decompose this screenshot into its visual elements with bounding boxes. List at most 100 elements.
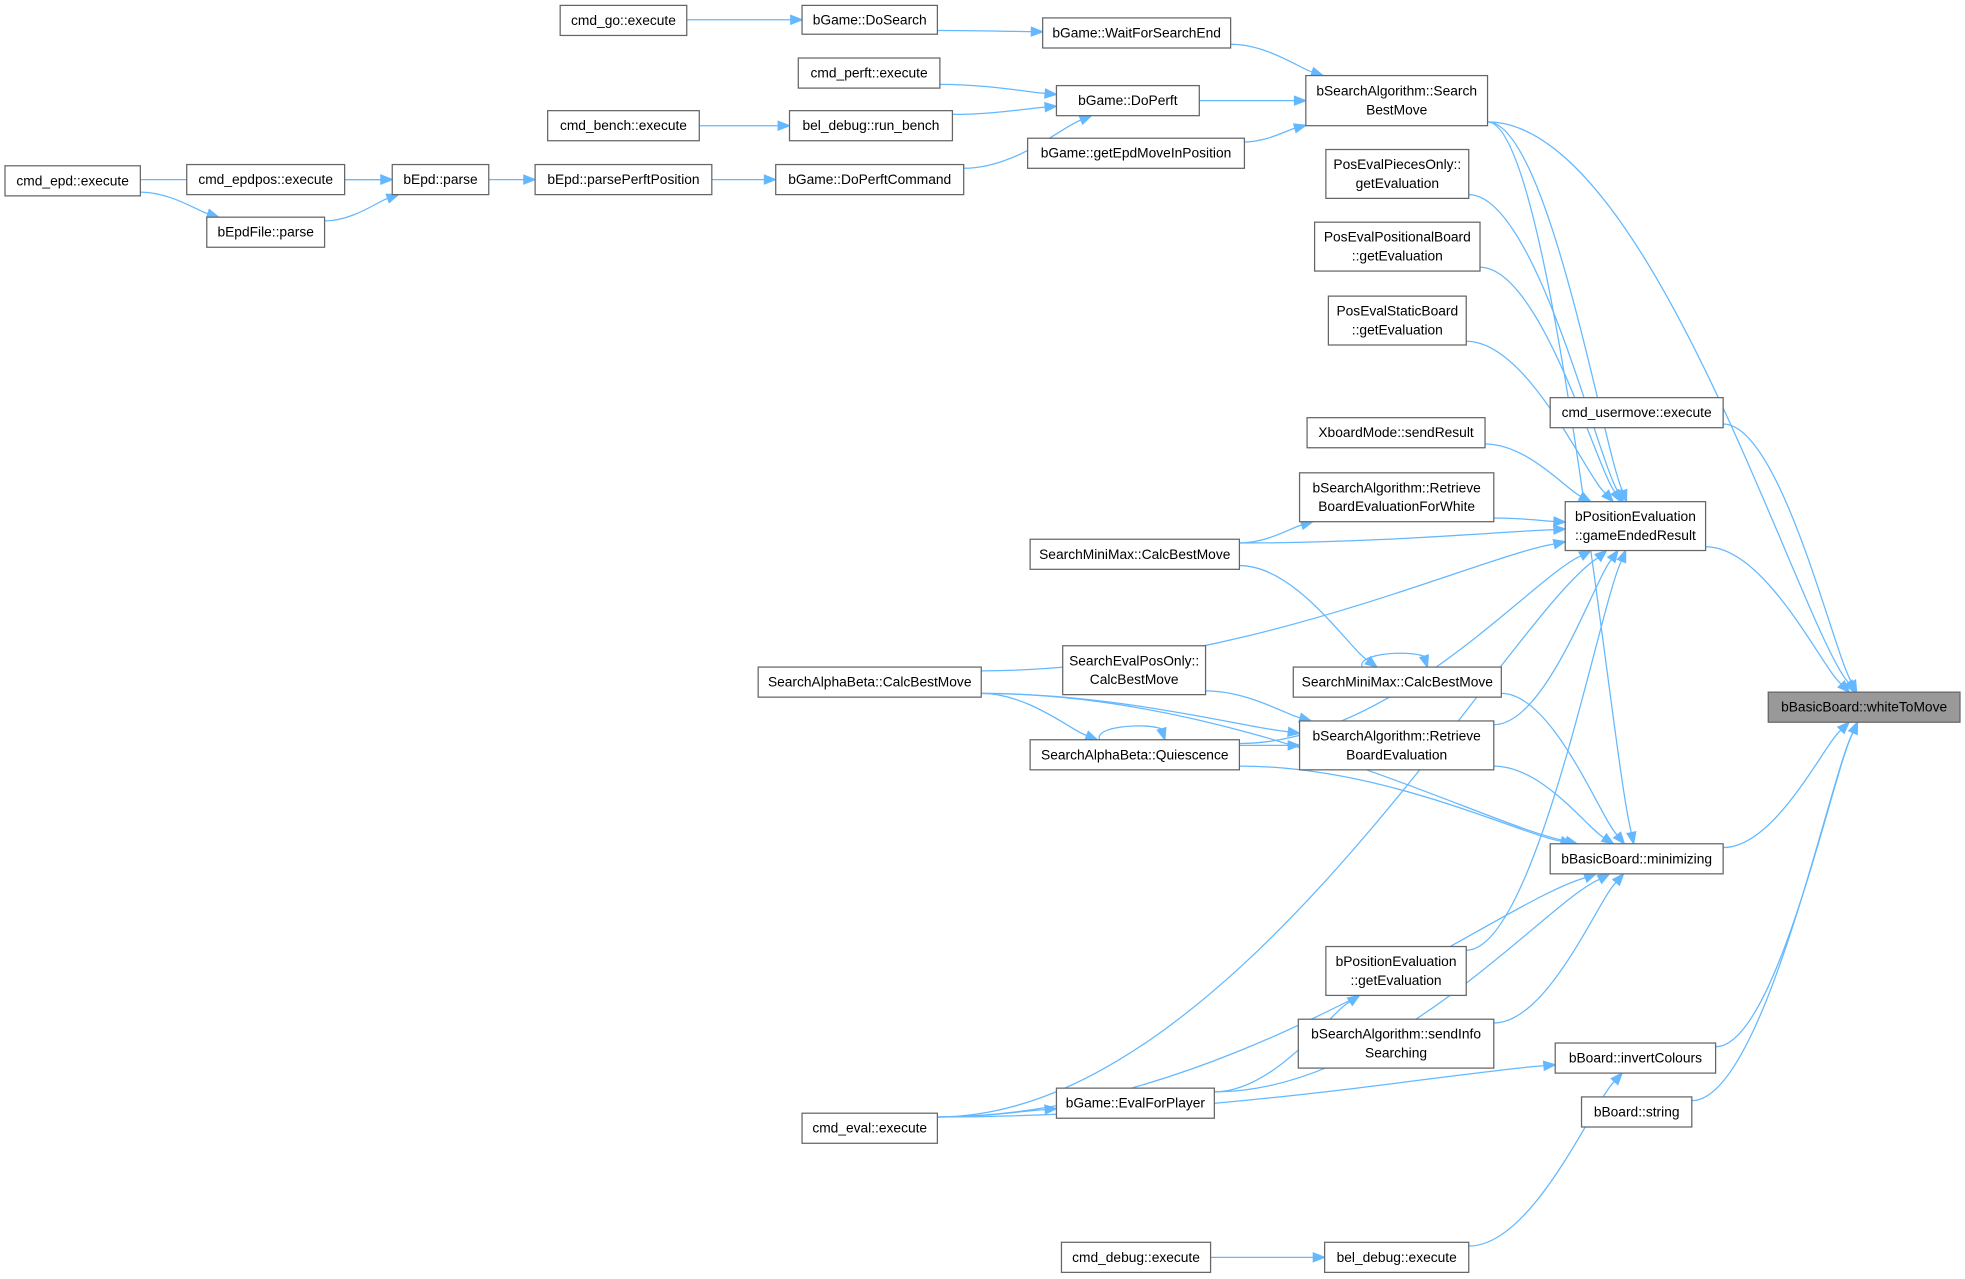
- edge-positionalboard-to-gameended: [1480, 266, 1622, 504]
- arrowhead-icon: [1837, 679, 1851, 694]
- edge-minimax1-to-minimax2: [1239, 564, 1379, 669]
- node-label: cmd_usermove::execute: [1562, 405, 1712, 420]
- node-cmd-epd[interactable]: cmd_epd::execute: [4, 165, 141, 197]
- edge-line: [1098, 725, 1165, 740]
- edge-line: [1239, 765, 1562, 842]
- node-box: [1327, 295, 1467, 346]
- edge-line: [1723, 729, 1842, 849]
- edge-line: [1239, 555, 1582, 745]
- edge-line: [324, 197, 388, 222]
- node-box: [1564, 501, 1707, 552]
- node-cmd-epdpos[interactable]: cmd_epdpos::execute: [186, 163, 346, 196]
- node-waitend[interactable]: bGame::WaitForSearchEnd: [1042, 17, 1232, 49]
- node-label: SearchEvalPosOnly::: [1069, 653, 1199, 668]
- node-invertcolours[interactable]: bBoard::invertColours: [1554, 1042, 1717, 1074]
- node-box: [559, 4, 688, 37]
- node-box: [1767, 691, 1961, 723]
- node-whitetomove[interactable]: bBasicBoard::whiteToMove: [1767, 691, 1961, 723]
- node-cmd-debug[interactable]: cmd_debug::execute: [1060, 1241, 1212, 1273]
- node-retrieveeval[interactable]: bSearchAlgorithm::RetrieveBoardEvaluatio…: [1298, 720, 1495, 771]
- node-box: [1549, 843, 1724, 875]
- node-retrievewhite[interactable]: bSearchAlgorithm::RetrieveBoardEvaluatio…: [1298, 472, 1495, 523]
- node-label: cmd_epdpos::execute: [198, 172, 333, 187]
- edge-line: [1205, 690, 1301, 719]
- node-dosearch[interactable]: bGame::DoSearch: [801, 4, 939, 35]
- arrowhead-icon: [1611, 872, 1625, 887]
- edge-cmd-debug-to-bel-debug-exec: [1210, 1252, 1327, 1263]
- node-minimizing[interactable]: bBasicBoard::minimizing: [1549, 843, 1724, 875]
- arrowhead-icon: [1030, 26, 1045, 37]
- node-label: ::getEvaluation: [1352, 322, 1443, 337]
- edge-line: [1480, 266, 1616, 493]
- node-label: bGame::DoPerftCommand: [788, 172, 951, 187]
- arrowhead-icon: [1836, 720, 1851, 735]
- edge-line: [1487, 121, 1632, 833]
- arrowhead-icon: [1594, 549, 1608, 563]
- edges-layer: [140, 14, 1859, 1263]
- node-cmd-bench[interactable]: cmd_bench::execute: [547, 110, 700, 142]
- node-label: bPositionEvaluation: [1336, 954, 1457, 969]
- node-doperft[interactable]: bGame::DoPerft: [1055, 84, 1200, 117]
- edge-quiescence-to-minimizing: [1239, 765, 1574, 847]
- node-label: bSearchAlgorithm::Retrieve: [1313, 480, 1482, 495]
- node-bepdfile-parse[interactable]: bEpdFile::parse: [206, 216, 326, 248]
- node-minimax2[interactable]: SearchMiniMax::CalcBestMove: [1292, 666, 1502, 698]
- node-bel-debug-exec[interactable]: bel_debug::execute: [1323, 1241, 1470, 1273]
- node-evalforplayer[interactable]: bGame::EvalForPlayer: [1055, 1087, 1215, 1119]
- node-staticboard[interactable]: PosEvalStaticBoard::getEvaluation: [1327, 295, 1467, 346]
- node-doperftcmd[interactable]: bGame::DoPerftCommand: [775, 163, 965, 196]
- node-alphabeta[interactable]: SearchAlphaBeta::CalcBestMove: [757, 666, 982, 698]
- node-cmd-usermove[interactable]: cmd_usermove::execute: [1549, 397, 1724, 429]
- node-posgeteval[interactable]: bPositionEvaluation::getEvaluation: [1325, 945, 1467, 997]
- node-cmd-go[interactable]: cmd_go::execute: [559, 4, 688, 37]
- arrowhead-icon: [1606, 549, 1619, 564]
- edge-line: [1501, 692, 1618, 836]
- node-gameended[interactable]: bPositionEvaluation::gameEndedResult: [1564, 501, 1707, 552]
- node-box: [534, 163, 713, 196]
- edge-quiescence-to-quiescence: [1098, 725, 1167, 742]
- edge-line: [1485, 443, 1582, 497]
- node-cmd-perft[interactable]: cmd_perft::execute: [797, 57, 941, 89]
- node-piecesonly[interactable]: PosEvalPiecesOnly::getEvaluation: [1325, 148, 1470, 200]
- node-minimax1[interactable]: SearchMiniMax::CalcBestMove: [1029, 538, 1241, 570]
- node-run-bench[interactable]: bel_debug::run_bench: [788, 110, 954, 142]
- node-box: [1060, 1241, 1212, 1273]
- node-evalposonly[interactable]: SearchEvalPosOnly::CalcBestMove: [1062, 645, 1207, 696]
- node-label: SearchAlphaBeta::CalcBestMove: [768, 675, 972, 690]
- arrowhead-icon: [380, 174, 394, 185]
- arrowhead-icon: [1287, 726, 1302, 738]
- edge-line: [937, 1065, 1545, 1118]
- node-label: bGame::EvalForPlayer: [1066, 1096, 1206, 1111]
- node-label: bEpd::parse: [403, 172, 478, 187]
- node-sendresult[interactable]: XboardMode::sendResult: [1306, 417, 1486, 449]
- node-box: [801, 4, 939, 35]
- edge-line: [1239, 564, 1369, 661]
- node-bepd-parse[interactable]: bEpd::parse: [391, 163, 490, 196]
- edge-line: [937, 29, 1032, 33]
- edge-cmd-go-to-dosearch: [686, 14, 804, 26]
- edge-line: [1493, 881, 1617, 1024]
- edge-searchbestmove-to-gameended: [1487, 121, 1628, 504]
- node-label: BestMove: [1366, 103, 1428, 118]
- edge-line: [1244, 127, 1296, 143]
- edge-parseperft-to-doperftcmd: [711, 174, 778, 185]
- arrowhead-icon: [1582, 872, 1598, 883]
- arrowhead-icon: [1553, 516, 1567, 527]
- edge-retrieveeval-to-gameended: [1493, 549, 1619, 726]
- node-box: [788, 110, 954, 142]
- arrowhead-icon: [1293, 95, 1308, 106]
- edge-alphabeta-to-quiescence: [981, 692, 1099, 741]
- node-bboard-string[interactable]: bBoard::string: [1580, 1096, 1693, 1128]
- node-parseperft[interactable]: bEpd::parsePerftPosition: [534, 163, 713, 196]
- node-positionalboard[interactable]: PosEvalPositionalBoard::getEvaluation: [1313, 221, 1481, 272]
- node-cmd-eval[interactable]: cmd_eval::execute: [801, 1112, 939, 1144]
- node-quiescence[interactable]: SearchAlphaBeta::Quiescence: [1029, 739, 1241, 771]
- node-getepd[interactable]: bGame::getEpdMoveInPosition: [1026, 137, 1246, 169]
- node-box: [775, 163, 965, 196]
- edge-cmd-perft-to-doperft: [939, 83, 1059, 99]
- edge-line: [1468, 1081, 1616, 1247]
- arrowhead-icon: [1612, 831, 1626, 846]
